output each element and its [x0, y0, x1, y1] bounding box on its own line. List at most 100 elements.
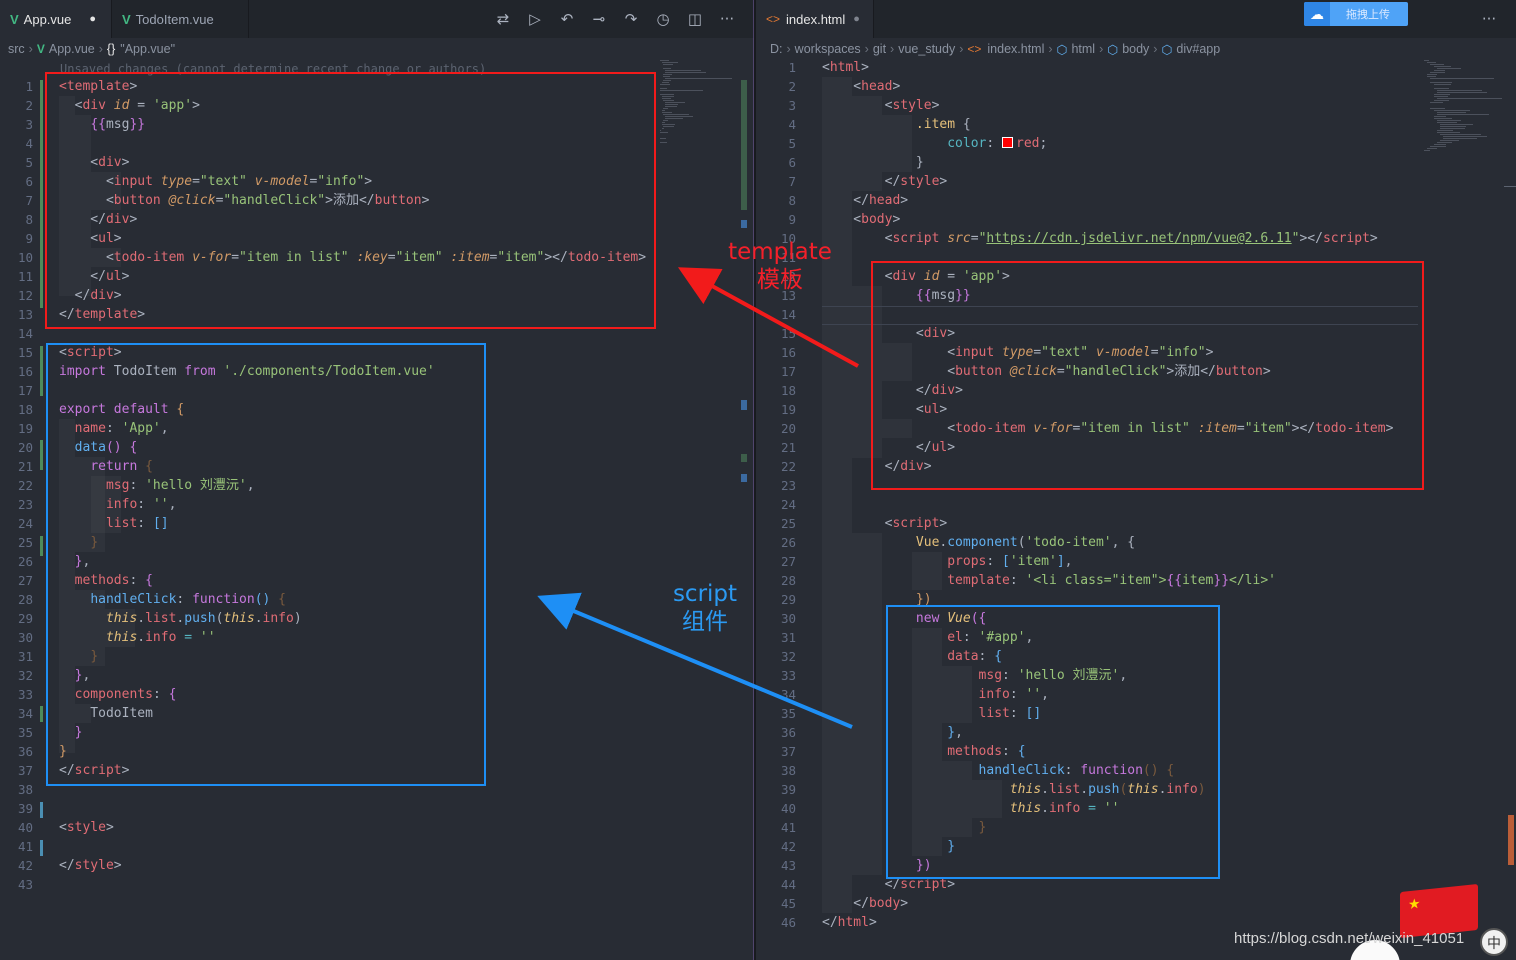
code-line[interactable]: 11 </ul> — [0, 267, 654, 286]
code-line[interactable]: 38 handleClick: function() { — [756, 761, 1496, 780]
scrollbar[interactable] — [738, 60, 752, 960]
code-line[interactable]: 28 template: '<li class="item">{{item}}<… — [756, 571, 1496, 590]
code-line[interactable]: 36} — [0, 742, 654, 761]
code-line[interactable]: 26 Vue.component('todo-item', { — [756, 533, 1496, 552]
breadcrumb-item[interactable]: body — [1122, 42, 1150, 56]
unsaved-dot-icon[interactable]: ● — [853, 13, 860, 25]
code-line[interactable]: 42</style> — [0, 856, 654, 875]
code-line[interactable]: 4 .item { — [756, 115, 1496, 134]
breadcrumb-item[interactable]: git — [872, 42, 887, 56]
breadcrumb-item[interactable]: workspaces — [794, 42, 861, 56]
code-line[interactable]: 37</script> — [0, 761, 654, 780]
scrollbar[interactable] — [1502, 60, 1516, 960]
code-line[interactable]: 28 handleClick: function() { — [0, 590, 654, 609]
code-line[interactable]: 32 }, — [0, 666, 654, 685]
code-line[interactable]: 1<template> — [0, 77, 654, 96]
code-line[interactable]: 42 } — [756, 837, 1496, 856]
code-line[interactable]: 1<html> — [756, 58, 1496, 77]
tab-app-vue[interactable]: V App.vue ● — [0, 0, 112, 38]
code-line[interactable]: 35 list: [] — [756, 704, 1496, 723]
code-line[interactable]: 21 return { — [0, 457, 654, 476]
unsaved-dot-icon[interactable]: ● — [89, 13, 97, 25]
code-line[interactable]: 17 <button @click="handleClick">添加</butt… — [756, 362, 1496, 381]
code-line[interactable]: 40<style> — [0, 818, 654, 837]
code-line[interactable]: 27 methods: { — [0, 571, 654, 590]
code-line[interactable]: 7 </style> — [756, 172, 1496, 191]
code-line[interactable]: 8 </div> — [0, 210, 654, 229]
code-line[interactable]: 14 — [756, 305, 1496, 324]
breadcrumb-item[interactable]: div#app — [1176, 42, 1221, 56]
code-line[interactable]: 9 <ul> — [0, 229, 654, 248]
code-line[interactable]: 46</html> — [756, 913, 1496, 932]
code-line[interactable]: 37 methods: { — [756, 742, 1496, 761]
code-line[interactable]: 41 } — [756, 818, 1496, 837]
code-line[interactable]: 8 </head> — [756, 191, 1496, 210]
color-swatch-icon[interactable] — [1002, 137, 1014, 148]
code-line[interactable]: 22 </div> — [756, 457, 1496, 476]
code-line[interactable]: 27 props: ['item'], — [756, 552, 1496, 571]
code-line[interactable]: 45 </body> — [756, 894, 1496, 913]
open-timeline-icon[interactable]: ◷ — [656, 10, 670, 28]
run-icon[interactable]: ▷ — [529, 10, 541, 28]
code-line[interactable]: 20 data() { — [0, 438, 654, 457]
code-line[interactable]: 7 <button @click="handleClick">添加</butto… — [0, 191, 654, 210]
code-line[interactable]: 31 } — [0, 647, 654, 666]
code-line[interactable]: 13 {{msg}} — [756, 286, 1496, 305]
code-line[interactable]: 18 </div> — [756, 381, 1496, 400]
code-line[interactable]: 21 </ul> — [756, 438, 1496, 457]
tab-index-html[interactable]: <> index.html ● — [756, 0, 874, 38]
code-line[interactable]: 11 — [756, 248, 1496, 267]
code-line[interactable]: 10 <script src="https://cdn.jsdelivr.net… — [756, 229, 1496, 248]
code-line[interactable]: 4 — [0, 134, 654, 153]
code-line[interactable]: 39 — [0, 799, 654, 818]
split-editor-icon[interactable]: ◫ — [687, 10, 703, 28]
code-line[interactable]: 24 list: [] — [0, 514, 654, 533]
code-line[interactable]: 34 TodoItem — [0, 704, 654, 723]
code-line[interactable]: 25 <script> — [756, 514, 1496, 533]
code-line[interactable]: 19 <ul> — [756, 400, 1496, 419]
tab-todoitem-vue[interactable]: V TodoItem.vue — [112, 0, 249, 38]
code-line[interactable]: 6 } — [756, 153, 1496, 172]
code-line[interactable]: 24 — [756, 495, 1496, 514]
breadcrumb-item[interactable]: D: — [770, 42, 783, 56]
code-line[interactable]: 22 msg: 'hello 刘灃沅', — [0, 476, 654, 495]
breadcrumb-item[interactable]: "App.vue" — [120, 42, 176, 56]
code-line[interactable]: 25 } — [0, 533, 654, 552]
more-actions-icon[interactable]: ··· — [1481, 10, 1497, 28]
go-forward-icon[interactable]: ↷ — [624, 10, 638, 28]
minimap[interactable] — [1424, 60, 1504, 151]
code-line[interactable]: 29 this.list.push(this.info) — [0, 609, 654, 628]
breadcrumb-item[interactable]: index.html — [987, 42, 1045, 56]
code-line[interactable]: 16 <input type="text" v-model="info"> — [756, 343, 1496, 362]
code-line[interactable]: 36 }, — [756, 723, 1496, 742]
code-line[interactable]: 19 name: 'App', — [0, 419, 654, 438]
breadcrumb-item[interactable]: src — [8, 42, 25, 56]
code-line[interactable]: 29 }) — [756, 590, 1496, 609]
code-line[interactable]: 14 — [0, 324, 654, 343]
code-line[interactable]: 2 <head> — [756, 77, 1496, 96]
code-line[interactable]: 5 color: red; — [756, 134, 1496, 153]
code-line[interactable]: 35 } — [0, 723, 654, 742]
code-line[interactable]: 30 new Vue({ — [756, 609, 1496, 628]
code-line[interactable]: 43 — [0, 875, 654, 894]
code-line[interactable]: 9 <body> — [756, 210, 1496, 229]
code-line[interactable]: 43 }) — [756, 856, 1496, 875]
code-line[interactable]: 5 <div> — [0, 153, 654, 172]
code-line[interactable]: 12 <div id = 'app'> — [756, 267, 1496, 286]
commit-icon[interactable]: ⊸ — [592, 10, 606, 28]
code-line[interactable]: 44 </script> — [756, 875, 1496, 894]
minimap[interactable] — [660, 60, 740, 150]
code-line[interactable]: 26 }, — [0, 552, 654, 571]
compare-changes-icon[interactable]: ⇄ — [496, 10, 510, 28]
code-line[interactable]: 39 this.list.push(this.info) — [756, 780, 1496, 799]
code-line[interactable]: 32 data: { — [756, 647, 1496, 666]
code-line[interactable]: 30 this.info = '' — [0, 628, 654, 647]
language-badge[interactable]: 中 — [1480, 928, 1508, 956]
code-line[interactable]: 2 <div id = 'app'> — [0, 96, 654, 115]
breadcrumb-item[interactable]: App.vue — [48, 42, 95, 56]
code-line[interactable]: 23 — [756, 476, 1496, 495]
code-line[interactable]: 12 </div> — [0, 286, 654, 305]
breadcrumb-item[interactable]: vue_study — [898, 42, 956, 56]
